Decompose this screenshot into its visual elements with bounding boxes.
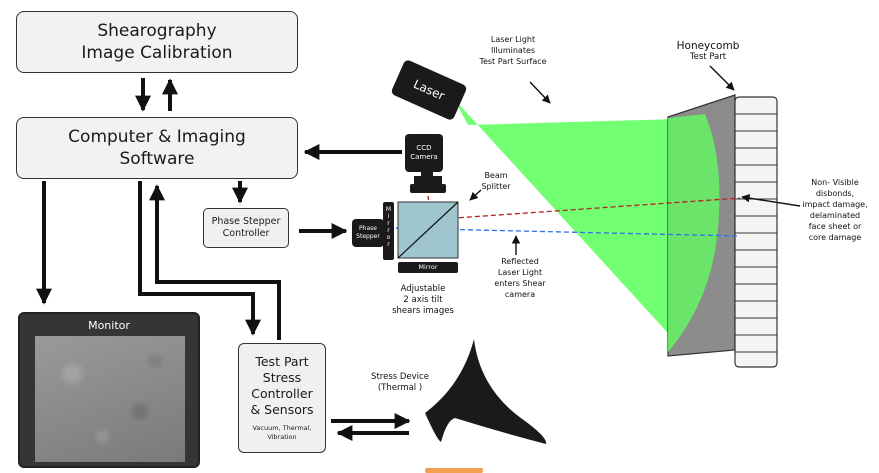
phase-controller-line-2: Controller — [222, 228, 270, 239]
non-visible-line-4: delaminated — [809, 211, 861, 220]
stress-sub-line-1: Vacuum, Thermal, — [252, 424, 312, 432]
reflected-line-3: enters Shear — [494, 279, 546, 288]
laser-light-line-3: Test Part Surface — [479, 57, 547, 66]
mirror-vertical-letter: o — [386, 234, 391, 241]
mirror-vertical-letter: r — [387, 241, 390, 248]
mirror-horizontal: Mirror — [398, 262, 458, 273]
mirror-vertical-letter: r — [387, 220, 390, 227]
non-visible-line-2: disbonds, — [815, 189, 855, 198]
monitor: Monitor — [18, 312, 200, 468]
adjustable-line-3: shears images — [392, 306, 454, 316]
phase-stepper-controller-box: Phase Stepper Controller — [203, 208, 289, 248]
stress-line-3: Controller — [251, 386, 313, 401]
stress-line-4: & Sensors — [250, 402, 314, 417]
orange-tab — [425, 468, 483, 473]
non-visible-line-1: Non- Visible — [811, 178, 859, 187]
phase-stepper-device: Phase Stepper — [352, 219, 384, 247]
beam-splitter-line-2: Splitter — [481, 182, 511, 191]
adjustable-label: Adjustable 2 axis tilt shears images — [378, 284, 468, 317]
calibration-line-2: Image Calibration — [81, 43, 233, 63]
phase-controller-line-1: Phase Stepper — [211, 216, 281, 227]
reflected-line-1: Reflected — [501, 257, 539, 266]
honeycomb-title: Honeycomb — [676, 40, 740, 52]
reflected-line-2: Laser Light — [497, 268, 543, 277]
test-part-label: Test Part — [689, 52, 727, 62]
adjustable-line-2: 2 axis tilt — [403, 295, 443, 305]
illuminated-part-surface — [668, 114, 720, 352]
computer-line-2: Software — [119, 149, 195, 169]
monitor-screen — [35, 336, 185, 462]
non-visible-line-6: core damage — [808, 233, 862, 242]
stress-device-label: Stress Device (Thermal ) — [360, 372, 440, 394]
honeycomb-core — [734, 96, 778, 368]
reflected-label: Reflected Laser Light enters Shear camer… — [478, 256, 562, 300]
stress-device-line-1: Stress Device — [371, 372, 429, 382]
monitor-label: Monitor — [88, 319, 130, 332]
stress-sub-text: Vacuum, Thermal, Vibration — [252, 424, 311, 442]
non-visible-line-3: impact damage, — [802, 200, 868, 209]
phase-stepper-line-1: Phase — [359, 225, 377, 232]
laser-beam-cone — [455, 100, 722, 355]
laser-light-label: Laser Light Illuminates Test Part Surfac… — [458, 34, 568, 67]
ccd-camera-label: CCD Camera — [408, 139, 440, 167]
beam-splitter-line-1: Beam — [484, 171, 508, 180]
stress-device-line-2: (Thermal ) — [377, 383, 423, 393]
phase-stepper-line-2: Stepper — [356, 233, 380, 240]
non-visible-label: Non- Visible disbonds, impact damage, de… — [796, 177, 874, 243]
honeycomb-label: Honeycomb Test Part — [663, 40, 753, 63]
laser-light-line-2: Illuminates — [490, 46, 536, 55]
stress-device-shape — [425, 339, 547, 444]
mirror-vertical-letter: i — [387, 213, 390, 220]
beam-splitter — [397, 201, 459, 259]
ccd-line-2: Camera — [410, 153, 438, 161]
adjustable-line-1: Adjustable — [400, 284, 446, 294]
computer-box: Computer & Imaging Software — [16, 117, 298, 179]
calibration-box: Shearography Image Calibration — [16, 11, 298, 73]
mirror-vertical-letter: r — [387, 227, 390, 234]
flow-arrows — [36, 78, 411, 441]
stress-line-2: Stress — [262, 370, 302, 385]
beam-splitter-label: Beam Splitter — [468, 170, 524, 192]
reflected-line-4: camera — [504, 290, 536, 299]
stress-controller-box: Test Part Stress Controller & Sensors Va… — [238, 343, 326, 453]
calibration-line-1: Shearography — [97, 21, 217, 41]
stress-sub-line-2: Vibration — [267, 433, 297, 441]
non-visible-line-5: face sheet or — [808, 222, 862, 231]
stress-line-1: Test Part — [255, 354, 309, 369]
laser-light-line-1: Laser Light — [490, 35, 536, 44]
mirror-vertical-letter: M — [385, 206, 392, 213]
ccd-line-1: CCD — [416, 144, 432, 152]
computer-line-1: Computer & Imaging — [68, 127, 246, 147]
